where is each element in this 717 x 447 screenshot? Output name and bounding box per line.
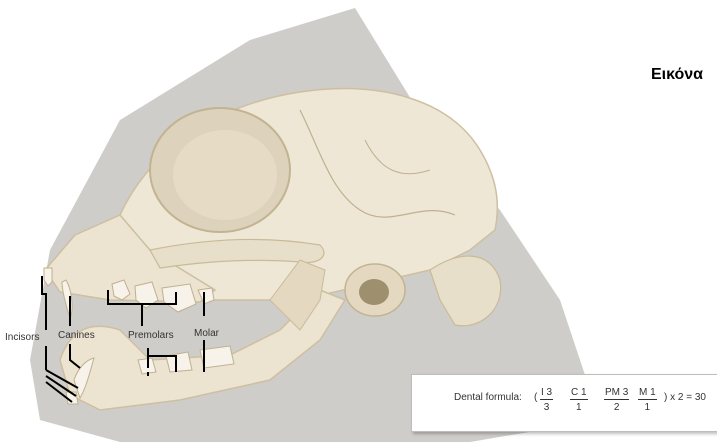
incisor-upper: I 3 [540, 387, 553, 400]
formula-prefix: Dental formula: [454, 392, 522, 404]
formula-suffix: ) x 2 = 30 [664, 392, 706, 404]
premolar-lower: 2 [604, 400, 629, 414]
figure-heading: Εικόνα [651, 66, 703, 84]
incisor-leader [42, 276, 46, 330]
molar-fraction: M 1 1 [638, 387, 657, 414]
canine-leader [70, 344, 80, 368]
molar-lower: 1 [638, 400, 657, 414]
incisor-lower: 3 [540, 400, 553, 414]
molar-label: Molar [194, 328, 219, 340]
canine-fraction: C 1 1 [570, 387, 588, 414]
incisor-fraction: I 3 3 [540, 387, 553, 414]
molar-upper: M 1 [638, 387, 657, 400]
incisors-label: Incisors [5, 332, 39, 344]
canine-upper: C 1 [570, 387, 588, 400]
canines-label: Canines [58, 330, 95, 342]
premolar-upper: PM 3 [604, 387, 629, 400]
premolars-label: Premolars [128, 330, 174, 342]
dental-formula-box: Dental formula: ( I 3 3 C 1 1 PM 3 2 M 1… [411, 374, 717, 432]
premolar-leader [108, 290, 176, 304]
formula-open-paren: ( [534, 392, 537, 404]
premolar-leader [148, 356, 176, 372]
canine-lower: 1 [570, 400, 588, 414]
premolar-fraction: PM 3 2 [604, 387, 629, 414]
